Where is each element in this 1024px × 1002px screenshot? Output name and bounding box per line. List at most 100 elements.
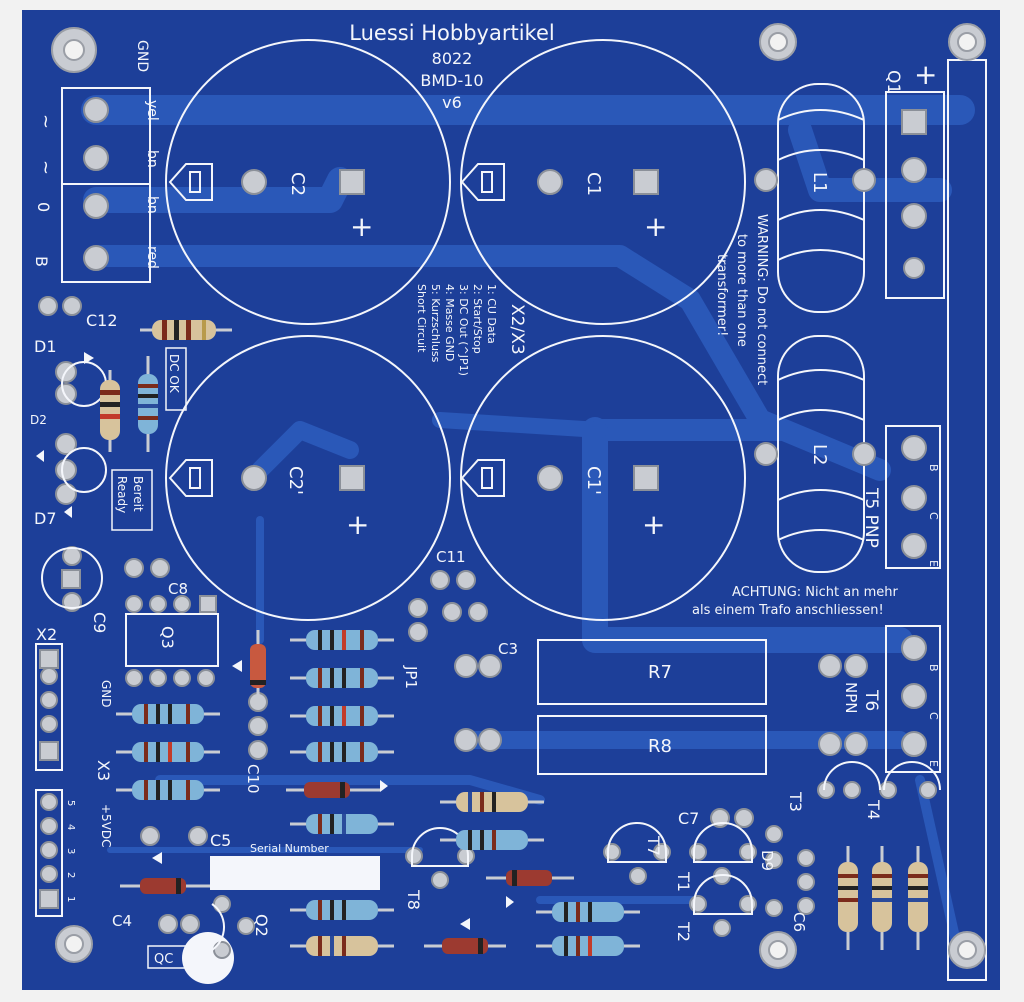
c10-label: C10 [244,764,262,794]
maker-label: Luessi Hobbyartikel [349,21,554,45]
c3-label: C3 [498,640,518,658]
wire-yel: yel [144,100,160,121]
fiducial-dot [182,932,234,984]
cap-polarity-marks [168,163,505,497]
c8-label: C8 [168,580,188,598]
q3-label: Q3 [158,626,177,649]
t2-label: T2 [674,921,693,942]
resistor-bottom-d [536,936,640,956]
dc-ok-box [165,347,187,411]
cap-c2-label: C2 [287,172,308,196]
c12-label: C12 [86,311,118,330]
c9-label: C9 [90,612,109,633]
d9-label: D9 [758,850,776,871]
serial-number-box [210,856,380,890]
resistor-row-c [290,706,394,726]
wire-bn-1: bn [144,150,160,168]
resistor-left-a [116,704,220,724]
x3-pin-3: 3 [65,848,76,854]
t3-label: T3 [786,791,805,812]
part-number: 8022 [432,49,473,68]
resistor-bottom-c [536,902,640,922]
resistor-v-right1 [838,846,858,950]
cap-plus-4: + [642,508,665,541]
pin-label-4: B [32,256,51,267]
c6-label: C6 [790,912,808,932]
t5-label: T5 PNP [861,487,881,548]
r8-label: R8 [648,736,672,757]
resistor-h1 [140,320,232,340]
x3-pin-1: 1 [65,896,76,902]
mounting-holes [51,23,986,969]
inductor-l1-label: L1 [809,172,830,193]
solder-pads [38,97,937,959]
through-hole-resistors [100,320,928,956]
pinout-line-3: 3: DC Out (^JP1) [457,284,470,376]
silkscreen-text: Luessi Hobbyartikel 8022 BMD-10 v6 GND ~… [30,21,940,969]
glass-diodes [120,630,574,954]
cap-c1b-label: C1' [583,466,604,495]
model-label: BMD-10 [420,71,483,90]
dc-ok-label: DC OK [167,354,181,394]
wire-red: red [144,246,160,269]
pin-label-3: 0 [34,202,53,212]
pin-label-1: ~ [35,114,56,129]
t6-label: T6 [861,689,881,711]
q1-label: Q1 [883,70,903,94]
t5-pin-c: C [927,512,940,520]
t6-pin-c: C [927,712,940,720]
gnd2-label: GND [99,680,113,708]
c5-label: C5 [210,831,231,850]
warning-de-2: als einem Trafo anschliessen! [692,603,884,618]
pin-label-2: ~ [35,160,56,175]
x3-pin-4: 4 [65,824,76,830]
diode-symbols [36,352,514,930]
pinout-line-4: 4: Masse GND [443,284,456,361]
t6-pin-b: B [927,664,940,672]
c7-label: C7 [678,809,699,828]
pcb-substrate [22,10,1000,990]
resistor-row-d [290,742,394,762]
q2-label: Q2 [252,914,271,937]
pinout-line-6: Short Circuit [415,284,428,353]
t5-pin-e: E [927,560,940,567]
x3-label: X3 [94,760,113,781]
inductor-l1 [777,83,865,313]
c11-label: C11 [436,548,466,566]
resistor-mid-a [290,814,394,834]
x3-pin-2: 2 [65,872,76,878]
resistor-bottom-b [290,936,394,956]
small-transistor-outlines [41,361,941,951]
resistor-row-b [290,668,394,688]
pinout-line-2: 2: Start/Stop [471,284,484,354]
t7-label: T7 [644,835,663,856]
serial-number-label: Serial Number [250,842,329,855]
t6-type: NPN [842,682,860,714]
inductor-l2-label: L2 [809,444,830,465]
q1-plus: + [914,58,937,91]
warning-en-3: transformer! [714,254,729,336]
cap-c2b-label: C2' [285,466,306,495]
r7-label: R7 [648,662,672,683]
resistor-mid-b [440,792,544,812]
gnd-label: GND [134,40,150,72]
resistor-row-a [290,630,394,650]
resistor-bottom-a [290,900,394,920]
t6-pin-e: E [927,760,940,767]
qc-box [147,945,187,969]
t8-label: T8 [404,889,423,910]
wire-bn-2: bn [144,196,160,214]
resistor-v-right2 [872,846,892,950]
vdc-label: +5VDC [99,804,113,848]
resistor-left-b [116,742,220,762]
cap-plus-2: + [644,210,667,243]
t5-pin-b: B [927,464,940,472]
warning-de-1: ACHTUNG: Nicht an mehr [732,585,898,600]
cap-plus-3: + [346,508,369,541]
cap-c1-label: C1 [583,172,604,196]
x2-label: X2 [36,625,57,644]
c4-label: C4 [112,912,132,930]
pinout-title: X2/X3 [507,304,527,355]
version-label: v6 [442,93,462,112]
